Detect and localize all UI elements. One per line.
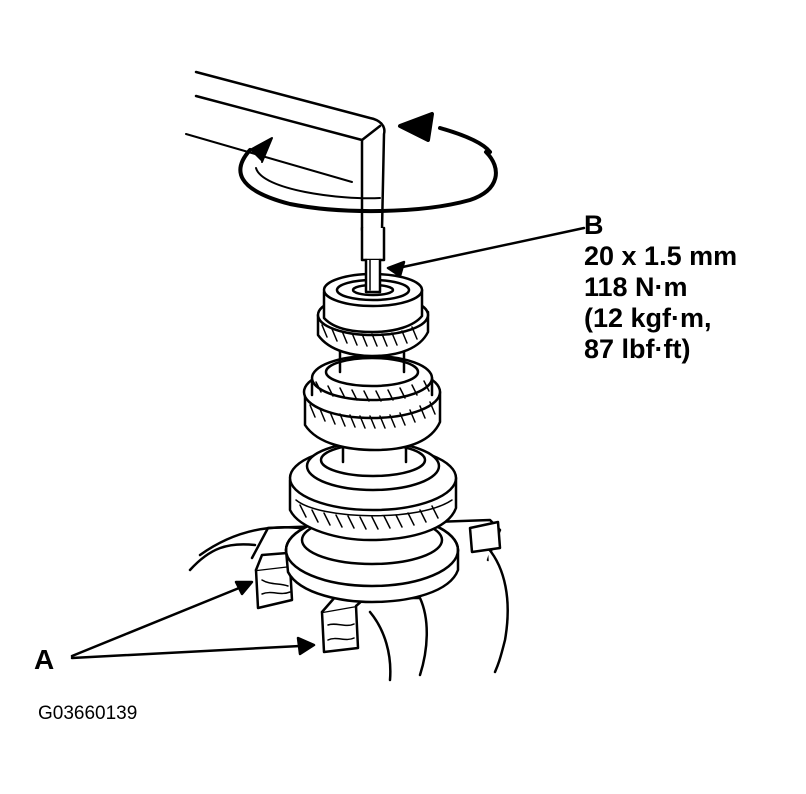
callout-b-letter: B: [584, 210, 604, 240]
leader-lines: [70, 226, 586, 660]
callout-b-spec-line-4: 87 lbf·ft): [584, 334, 691, 364]
gear-stack: [288, 272, 458, 542]
callout-b: B 20 x 1.5 mm 118 N·m (12 kgf·m, 87 lbf·…: [584, 210, 737, 365]
callout-a-letter: A: [34, 644, 55, 675]
callout-b-spec-line-2: 118 N·m: [584, 272, 688, 302]
callout-b-spec-line-3: (12 kgf·m,: [584, 303, 712, 333]
wrench-handle: [194, 70, 386, 294]
figure-id: G03660139: [38, 703, 138, 724]
rotation-arrow-icon: [185, 112, 498, 214]
callout-b-spec-line-1: 20 x 1.5 mm: [584, 241, 738, 271]
